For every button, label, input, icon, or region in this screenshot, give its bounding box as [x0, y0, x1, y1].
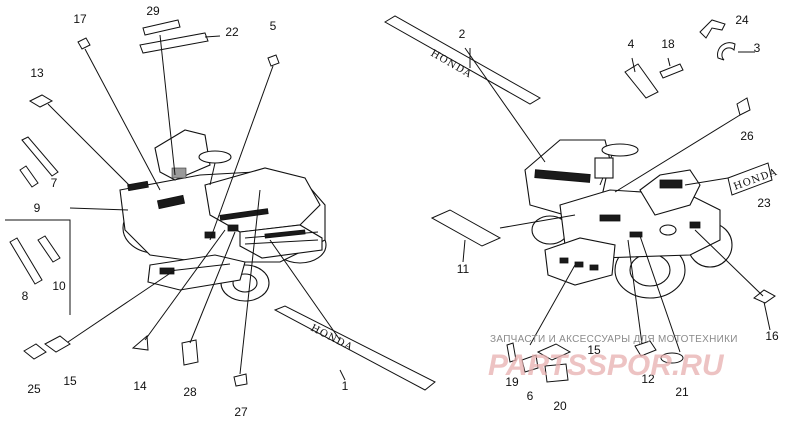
callout-c17: 17 [73, 12, 87, 26]
callout-c12: 12 [641, 372, 655, 386]
callout-c18: 18 [661, 37, 675, 51]
callout-c1: 1 [342, 379, 349, 393]
left-decals [5, 19, 436, 391]
callout-c27: 27 [234, 405, 248, 419]
callout-labels: 1234567891011121314151516171819202122232… [22, 4, 779, 419]
callout-c11: 11 [457, 262, 470, 276]
right-tractor [524, 139, 733, 299]
callout-c2: 2 [459, 27, 466, 41]
callout-c13: 13 [30, 66, 44, 80]
callout-c10: 10 [52, 279, 66, 293]
callout-c15a: 15 [63, 374, 77, 388]
callout-c29: 29 [146, 4, 160, 18]
callout-c4: 4 [628, 37, 635, 51]
callout-c15b: 15 [587, 343, 601, 357]
callout-c20: 20 [553, 399, 567, 413]
callout-c26: 26 [740, 129, 754, 143]
right-decals [384, 15, 776, 383]
callout-c14: 14 [133, 379, 147, 393]
callout-c24: 24 [735, 13, 749, 27]
callout-c9: 9 [34, 201, 41, 215]
callout-c25: 25 [27, 382, 41, 396]
watermark: PARTSSPOR.RU ЗАПЧАСТИ И АКСЕССУАРЫ ДЛЯ М… [488, 334, 738, 382]
callout-c23: 23 [757, 196, 771, 210]
left-tractor [119, 129, 327, 302]
watermark-domain: PARTSSPOR.RU [488, 349, 725, 382]
leader-lines [47, 34, 771, 381]
callout-c5: 5 [270, 19, 277, 33]
watermark-caption: ЗАПЧАСТИ И АКСЕССУАРЫ ДЛЯ МОТОТЕХНИКИ [490, 334, 738, 345]
callout-c16: 16 [765, 329, 779, 343]
callout-c19: 19 [505, 375, 519, 389]
callout-c21: 21 [675, 385, 689, 399]
callout-c7: 7 [51, 176, 58, 190]
callout-c6: 6 [527, 389, 534, 403]
callout-c22: 22 [225, 25, 239, 39]
callout-c8: 8 [22, 289, 29, 303]
callout-c28: 28 [183, 385, 197, 399]
callout-c3: 3 [754, 41, 761, 55]
